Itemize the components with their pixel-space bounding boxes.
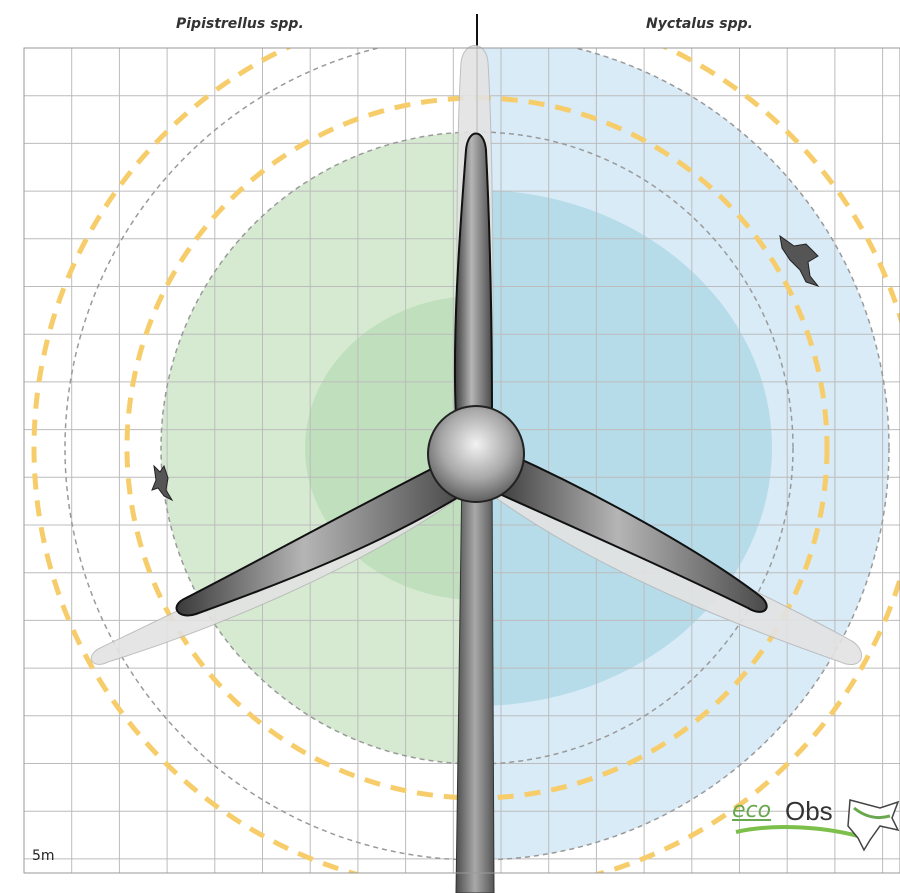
rotor-sweep-outer-circle <box>31 48 900 873</box>
grid <box>24 48 900 873</box>
bat-silhouette-icon <box>151 464 174 502</box>
blade-right <box>493 450 768 613</box>
rotor-hub <box>427 405 525 503</box>
pipistrellus-label: Pipistrellus spp. <box>176 16 304 32</box>
rotor-blades <box>175 132 768 617</box>
logo-eco-text: eco <box>732 798 772 823</box>
ecoobs-bat-logo-icon <box>735 799 900 852</box>
nyctalus-label: Nyctalus spp. <box>646 16 753 32</box>
bat-silhouette-icon <box>779 234 820 288</box>
ecoobs-logo: eco Obs <box>730 796 900 862</box>
logo-obs-text: Obs <box>785 796 833 826</box>
diagram-frame <box>23 47 900 874</box>
logo-bat-accent <box>853 806 891 820</box>
blade-top <box>453 132 494 421</box>
nyctalus-zone-edge <box>64 48 890 861</box>
turbine-tower <box>455 469 495 893</box>
logo-swoosh <box>735 825 859 838</box>
scale-label: 5m <box>32 848 55 864</box>
blade-left <box>175 460 462 617</box>
